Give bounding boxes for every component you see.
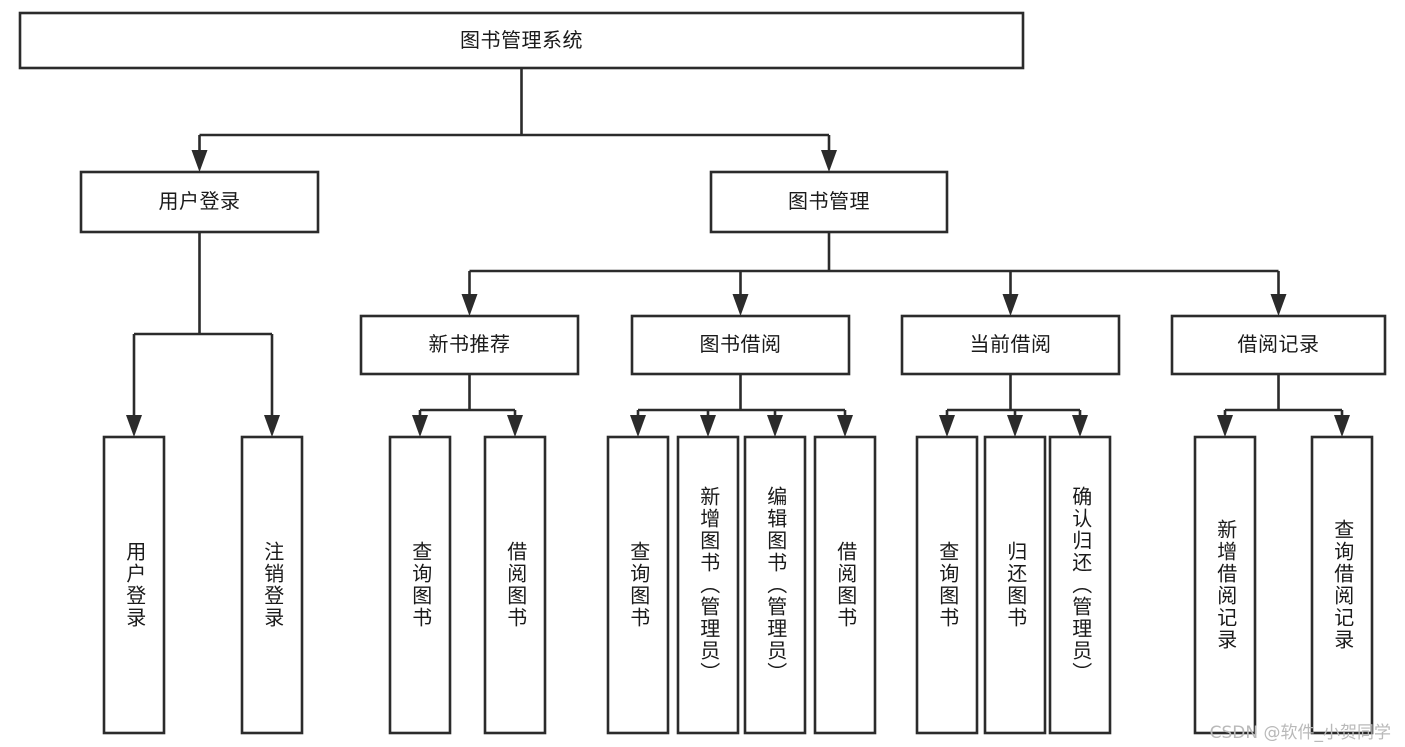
- arrow-head-icon-leaf-user-login: [126, 415, 142, 437]
- node-box-leaf-confirm-return[interactable]: [1048, 435, 1112, 735]
- arrow-head-icon-new-book-recommend: [461, 294, 478, 316]
- arrow-head-icon-leaf-query-book-2: [630, 415, 646, 437]
- connector-lines-layer: [126, 68, 1350, 437]
- arrow-head-icon-leaf-query-book-3: [939, 415, 955, 437]
- node-box-leaf-edit-book[interactable]: [743, 435, 807, 735]
- node-box-leaf-query-record[interactable]: [1310, 435, 1374, 735]
- arrow-head-icon-book-borrow: [732, 294, 749, 316]
- node-boxes-layer: [18, 11, 1387, 735]
- node-box-new-book-recommend[interactable]: [359, 314, 580, 376]
- arrow-head-icon-user-login: [191, 150, 208, 172]
- arrow-head-icon-book-manage: [821, 150, 837, 172]
- node-box-leaf-add-record[interactable]: [1193, 435, 1257, 735]
- node-box-leaf-user-login[interactable]: [102, 435, 166, 735]
- arrow-head-icon-leaf-borrow-book-1: [507, 415, 523, 437]
- node-box-leaf-query-book-1[interactable]: [388, 435, 452, 735]
- node-box-leaf-return-book[interactable]: [983, 435, 1047, 735]
- node-box-leaf-borrow-book-2[interactable]: [813, 435, 877, 735]
- node-box-leaf-query-book-3[interactable]: [915, 435, 979, 735]
- arrow-head-icon-leaf-return-book: [1007, 415, 1023, 437]
- node-box-leaf-logout[interactable]: [240, 435, 304, 735]
- arrow-head-icon-leaf-add-record: [1217, 415, 1233, 437]
- node-box-borrow-record[interactable]: [1170, 314, 1387, 376]
- arrow-head-icon-leaf-add-book: [700, 415, 716, 437]
- arrow-head-icon-current-borrow: [1002, 294, 1019, 316]
- arrow-head-icon-leaf-query-record: [1334, 415, 1350, 437]
- arrow-head-icon-borrow-record: [1270, 294, 1287, 316]
- arrow-head-icon-leaf-edit-book: [767, 415, 783, 437]
- node-box-leaf-query-book-2[interactable]: [606, 435, 670, 735]
- arrow-head-icon-leaf-confirm-return: [1072, 415, 1088, 437]
- arrow-head-icon-leaf-logout: [264, 415, 280, 437]
- node-box-current-borrow[interactable]: [900, 314, 1121, 376]
- node-box-title[interactable]: [18, 11, 1025, 70]
- node-box-book-manage[interactable]: [709, 170, 949, 234]
- node-box-book-borrow[interactable]: [630, 314, 851, 376]
- node-box-user-login[interactable]: [79, 170, 320, 234]
- arrow-head-icon-leaf-query-book-1: [412, 415, 428, 437]
- node-box-leaf-borrow-book-1[interactable]: [483, 435, 547, 735]
- arrow-head-icon-leaf-borrow-book-2: [837, 415, 853, 437]
- node-box-leaf-add-book[interactable]: [676, 435, 740, 735]
